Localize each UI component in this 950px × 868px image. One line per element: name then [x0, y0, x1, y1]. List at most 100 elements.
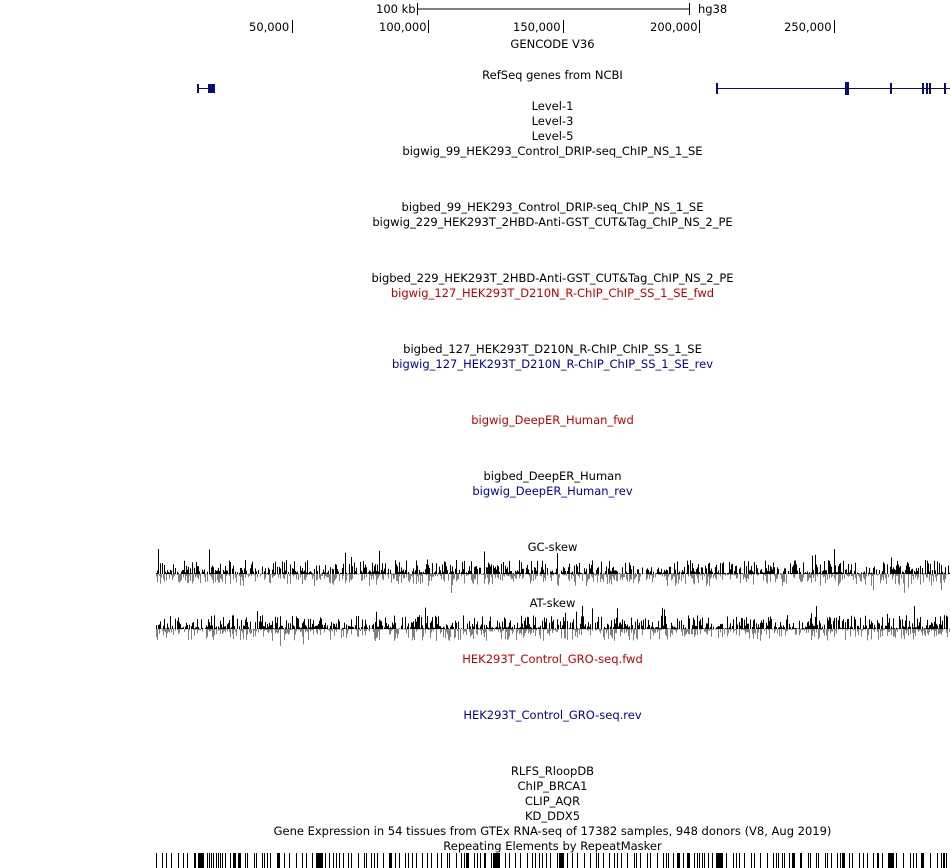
repeat-element	[778, 853, 779, 868]
repeat-element	[888, 853, 894, 868]
repeat-element	[673, 853, 674, 868]
track-label-level1[interactable]: Level-1	[531, 99, 574, 113]
track-label-cuttag-bigbed[interactable]: bigbed_229_HEK293T_2HBD-Anti-GST_CUT&Tag…	[371, 271, 734, 285]
repeat-element	[383, 853, 384, 868]
repeat-element	[264, 853, 265, 868]
ruler-tick-label: 200,000	[650, 20, 698, 34]
track-label-gc-skew[interactable]: GC-skew	[527, 540, 578, 554]
repeat-element	[896, 853, 897, 868]
repeat-element	[577, 853, 578, 868]
repeat-element	[527, 853, 528, 868]
track-label-deeper-fwd[interactable]: bigwig_DeepER_Human_fwd	[471, 413, 634, 427]
repeat-element	[567, 853, 568, 868]
track-label-groseq-fwd[interactable]: HEK293T_Control_GRO-seq.fwd	[462, 652, 643, 666]
repeat-element	[704, 853, 705, 868]
track-label-rchip-fwd[interactable]: bigwig_127_HEK293T_D210N_R-ChIP_ChIP_SS_…	[390, 286, 715, 300]
repeat-element	[395, 853, 396, 868]
track-label-rchip-rev[interactable]: bigwig_127_HEK293T_D210N_R-ChIP_ChIP_SS_…	[391, 357, 714, 371]
track-label-repeatmasker[interactable]: Repeating Elements by RepeatMasker	[443, 839, 662, 853]
track-label-refseq[interactable]: RefSeq genes from NCBI	[482, 68, 623, 82]
track-label-groseq-rev[interactable]: HEK293T_Control_GRO-seq.rev	[463, 708, 642, 722]
repeat-element	[767, 853, 768, 868]
repeat-element	[399, 853, 400, 868]
repeat-element	[277, 853, 280, 868]
repeat-element	[873, 853, 874, 868]
repeat-element	[358, 853, 359, 868]
repeat-element	[412, 853, 413, 868]
repeat-element	[913, 853, 914, 868]
gene-exon	[926, 83, 928, 94]
gene-exon	[208, 84, 215, 93]
repeat-element	[941, 853, 942, 868]
track-label-level5[interactable]: Level-5	[531, 129, 574, 143]
track-label-rchip-bigbed[interactable]: bigbed_127_HEK293T_D210N_R-ChIP_ChIP_SS_…	[403, 342, 702, 356]
gc-skew-track[interactable]	[156, 548, 950, 594]
repeat-element	[329, 853, 330, 868]
repeat-element	[520, 853, 521, 868]
repeat-element	[366, 853, 367, 868]
ruler-tick-label: 150,000	[513, 20, 561, 34]
repeat-element	[733, 853, 734, 868]
repeat-element	[634, 853, 635, 868]
repeat-element	[627, 853, 628, 868]
repeat-element	[590, 853, 591, 868]
track-label-clip-aqr[interactable]: CLIP_AQR	[524, 794, 581, 808]
repeat-element	[668, 853, 669, 868]
repeat-element	[262, 853, 263, 868]
repeat-element	[840, 853, 841, 868]
repeat-element	[211, 853, 212, 868]
repeat-element	[617, 853, 618, 868]
repeat-element	[447, 853, 448, 868]
track-label-cuttag-bigwig[interactable]: bigwig_229_HEK293T_2HBD-Anti-GST_CUT&Tag…	[372, 215, 733, 229]
repeat-element	[339, 853, 340, 868]
ruler-scale-label: 100 kb	[376, 2, 416, 16]
gene-exon	[922, 83, 924, 94]
repeat-element	[666, 853, 667, 868]
track-label-gencode[interactable]: GENCODE V36	[510, 37, 595, 51]
track-label-level3[interactable]: Level-3	[531, 114, 574, 128]
repeat-element	[416, 853, 417, 868]
repeat-element	[216, 853, 217, 868]
repeat-element	[377, 853, 378, 868]
repeat-element	[572, 853, 573, 868]
repeat-element	[694, 853, 695, 868]
refseq-gene-models[interactable]	[197, 82, 950, 95]
repeatmasker-track[interactable]	[156, 853, 947, 868]
repeat-element	[687, 853, 690, 868]
track-label-drip-bigwig[interactable]: bigwig_99_HEK293_Control_DRIP-seq_ChIP_N…	[402, 144, 703, 158]
at-skew-track[interactable]	[156, 605, 950, 647]
repeat-element	[859, 853, 860, 868]
repeat-element	[238, 853, 241, 868]
repeat-element	[270, 853, 271, 868]
repeat-element	[808, 853, 809, 868]
repeat-element	[546, 853, 547, 868]
track-label-deeper-bigbed[interactable]: bigbed_DeepER_Human	[483, 469, 622, 483]
repeat-element	[603, 853, 604, 868]
repeat-element	[156, 853, 157, 868]
repeat-element	[461, 853, 462, 868]
track-label-kd-ddx5[interactable]: KD_DDX5	[524, 809, 581, 823]
repeat-element	[456, 853, 457, 868]
repeat-element	[910, 853, 911, 868]
repeat-element	[782, 853, 783, 868]
repeat-element	[867, 853, 868, 868]
repeat-element	[784, 853, 785, 868]
repeat-element	[831, 853, 832, 868]
track-label-gtex[interactable]: Gene Expression in 54 tissues from GTEx …	[273, 824, 832, 838]
repeat-element	[852, 853, 853, 868]
track-label-rlfs[interactable]: RLFS_RloopDB	[510, 764, 595, 778]
track-label-deeper-rev[interactable]: bigwig_DeepER_Human_rev	[472, 484, 633, 498]
repeat-element	[584, 853, 585, 868]
repeat-element	[640, 853, 641, 868]
repeat-element	[535, 853, 536, 868]
repeat-element	[333, 853, 334, 868]
track-label-at-skew[interactable]: AT-skew	[529, 596, 576, 610]
repeat-element	[598, 853, 599, 868]
track-label-drip-bigbed[interactable]: bigbed_99_HEK293_Control_DRIP-seq_ChIP_N…	[401, 200, 704, 214]
repeat-element	[882, 853, 883, 868]
repeat-element	[306, 853, 307, 868]
repeat-element	[596, 853, 597, 868]
track-label-chip-brca1[interactable]: ChIP_BRCA1	[517, 779, 588, 793]
repeat-element	[312, 853, 313, 868]
